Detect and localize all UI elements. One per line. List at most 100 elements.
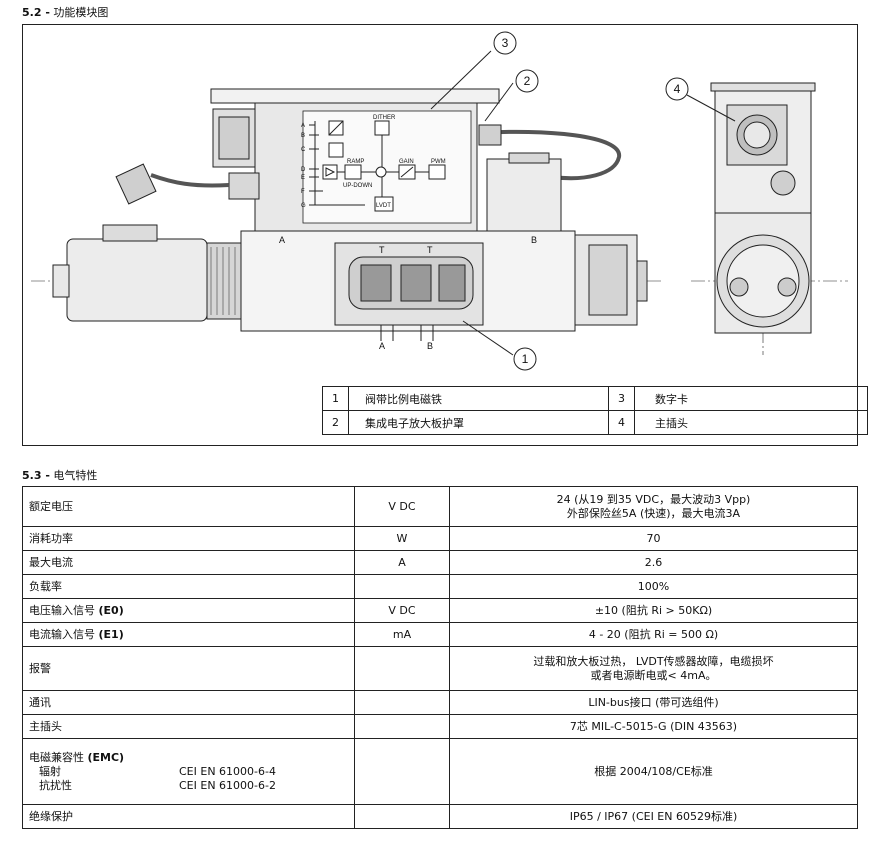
pin-a-label: A xyxy=(301,123,305,129)
port-t-right-label: T xyxy=(427,245,433,255)
pin-f-label: F xyxy=(301,189,305,195)
spec-label: 通讯 xyxy=(22,690,355,715)
spec-label-code: (E0) xyxy=(98,603,124,617)
table-row: 通讯 LIN-bus接口 (带可选组件) xyxy=(22,690,858,715)
spec-unit: A xyxy=(354,550,450,575)
function-block-diagram-frame: 3 2 1 4 A B C D E F G DITHER RAMP UP-DOW… xyxy=(22,24,858,446)
pin-g-label: G xyxy=(301,203,306,209)
pin-d-label: D xyxy=(301,167,306,173)
section-number: 5.2 - xyxy=(22,6,50,19)
spec-label-text: 电磁兼容性 xyxy=(29,750,84,764)
spec-value-line: 或者电源断电或< 4mA。 xyxy=(590,668,717,682)
section-heading: 功能模块图 xyxy=(53,6,109,19)
spec-value: 24 (从19 到35 VDC，最大波动3 Vpp) 外部保险丝5A (快速)，… xyxy=(449,486,858,527)
table-row: 负载率 100% xyxy=(22,574,858,599)
diagram-legend-table: 1 阀带比例电磁铁 3 数字卡 2 集成电子放大板护罩 4 主插头 xyxy=(322,386,868,435)
spec-value-line: 24 (从19 到35 VDC，最大波动3 Vpp) xyxy=(556,492,751,506)
callout-3-label: 3 xyxy=(502,36,509,50)
legend-text: 数字卡 xyxy=(634,386,868,411)
emc-emission-label: 辐射 xyxy=(39,764,61,778)
callout-2 xyxy=(515,69,539,93)
legend-number: 1 xyxy=(322,386,349,411)
spec-label-text: 电压输入信号 xyxy=(29,603,95,617)
spec-value: 4 - 20 (阻抗 Ri = 500 Ω) xyxy=(449,622,858,647)
port-a-bottom-label: A xyxy=(379,341,385,351)
emc-emission-standard: CEI EN 61000-6-4 xyxy=(179,764,276,778)
spec-value: 100% xyxy=(449,574,858,599)
section-heading: 电气特性 xyxy=(53,469,98,482)
spec-label-code: (EMC) xyxy=(87,750,125,764)
legend-text: 集成电子放大板护罩 xyxy=(348,410,609,435)
callout-2-label: 2 xyxy=(524,74,531,88)
gain-label: GAIN xyxy=(399,159,414,165)
spec-unit: W xyxy=(354,526,450,551)
emc-emission-row: 辐射 CEI EN 61000-6-4 xyxy=(29,765,348,779)
legend-number: 2 xyxy=(322,410,349,435)
pin-e-label: E xyxy=(301,175,305,181)
spec-unit: V DC xyxy=(354,598,450,623)
table-row: 消耗功率 W 70 xyxy=(22,526,858,551)
spec-label: 消耗功率 xyxy=(22,526,355,551)
port-b-top-label: B xyxy=(531,235,537,245)
ramp-label: RAMP xyxy=(347,159,364,165)
spec-label-code: (E1) xyxy=(98,627,124,641)
dither-label: DITHER xyxy=(373,115,396,121)
updown-label: UP-DOWN xyxy=(343,183,372,189)
spec-unit xyxy=(354,714,450,739)
callout-4 xyxy=(665,77,689,101)
spec-value: 2.6 xyxy=(449,550,858,575)
section-number: 5.3 - xyxy=(22,469,50,482)
callout-1 xyxy=(513,347,537,371)
pin-b-label: B xyxy=(301,133,305,139)
spec-unit xyxy=(354,738,450,805)
spec-label: 报警 xyxy=(22,646,355,691)
spec-value: IP65 / IP67 (CEI EN 60529标准) xyxy=(449,804,858,829)
section-title-5-2: 5.2 - 功能模块图 xyxy=(22,4,108,20)
spec-label-text: 电流输入信号 xyxy=(29,627,95,641)
spec-unit xyxy=(354,690,450,715)
electrical-spec-table: 额定电压 V DC 24 (从19 到35 VDC，最大波动3 Vpp) 外部保… xyxy=(22,486,858,829)
spec-unit xyxy=(354,646,450,691)
spec-value: LIN-bus接口 (带可选组件) xyxy=(449,690,858,715)
spec-label: 最大电流 xyxy=(22,550,355,575)
spec-label: 负载率 xyxy=(22,574,355,599)
legend-text: 阀带比例电磁铁 xyxy=(348,386,609,411)
legend-row: 1 阀带比例电磁铁 3 数字卡 xyxy=(322,386,868,411)
port-t-left-label: T xyxy=(379,245,385,255)
spec-value-line: 过载和放大板过热， LVDT传感器故障，电缆损坏 xyxy=(533,654,774,668)
emc-immunity-standard: CEI EN 61000-6-2 xyxy=(179,778,276,792)
section-title-5-3: 5.3 - 电气特性 xyxy=(22,467,97,483)
spec-label: 主插头 xyxy=(22,714,355,739)
valve-diagram: 3 2 1 4 A B C D E F G DITHER RAMP UP-DOW… xyxy=(31,31,848,371)
port-b-bottom-label: B xyxy=(427,341,433,351)
spec-value: 根据 2004/108/CE标准 xyxy=(449,738,858,805)
legend-text: 主插头 xyxy=(634,410,868,435)
callout-1-label: 1 xyxy=(522,352,529,366)
table-row: 电流输入信号 (E1) mA 4 - 20 (阻抗 Ri = 500 Ω) xyxy=(22,622,858,647)
spec-unit xyxy=(354,574,450,599)
spec-value: ±10 (阻抗 Ri > 50KΩ) xyxy=(449,598,858,623)
legend-number: 3 xyxy=(608,386,635,411)
spec-label: 电流输入信号 (E1) xyxy=(22,622,355,647)
port-a-top-label: A xyxy=(279,235,285,245)
table-row: 绝缘保护 IP65 / IP67 (CEI EN 60529标准) xyxy=(22,804,858,829)
table-row: 报警 过载和放大板过热， LVDT传感器故障，电缆损坏 或者电源断电或< 4mA… xyxy=(22,646,858,691)
table-row: 电压输入信号 (E0) V DC ±10 (阻抗 Ri > 50KΩ) xyxy=(22,598,858,623)
spec-unit xyxy=(354,804,450,829)
pwm-label: PWM xyxy=(431,159,446,165)
callout-3 xyxy=(493,31,517,55)
spec-unit: V DC xyxy=(354,486,450,527)
table-row: 额定电压 V DC 24 (从19 到35 VDC，最大波动3 Vpp) 外部保… xyxy=(22,486,858,527)
spec-value: 70 xyxy=(449,526,858,551)
callout-4-label: 4 xyxy=(674,82,681,96)
spec-label: 电压输入信号 (E0) xyxy=(22,598,355,623)
spec-label: 绝缘保护 xyxy=(22,804,355,829)
table-row: 最大电流 A 2.6 xyxy=(22,550,858,575)
spec-value: 7芯 MIL-C-5015-G (DIN 43563) xyxy=(449,714,858,739)
spec-unit: mA xyxy=(354,622,450,647)
spec-label: 额定电压 xyxy=(22,486,355,527)
table-row: 主插头 7芯 MIL-C-5015-G (DIN 43563) xyxy=(22,714,858,739)
